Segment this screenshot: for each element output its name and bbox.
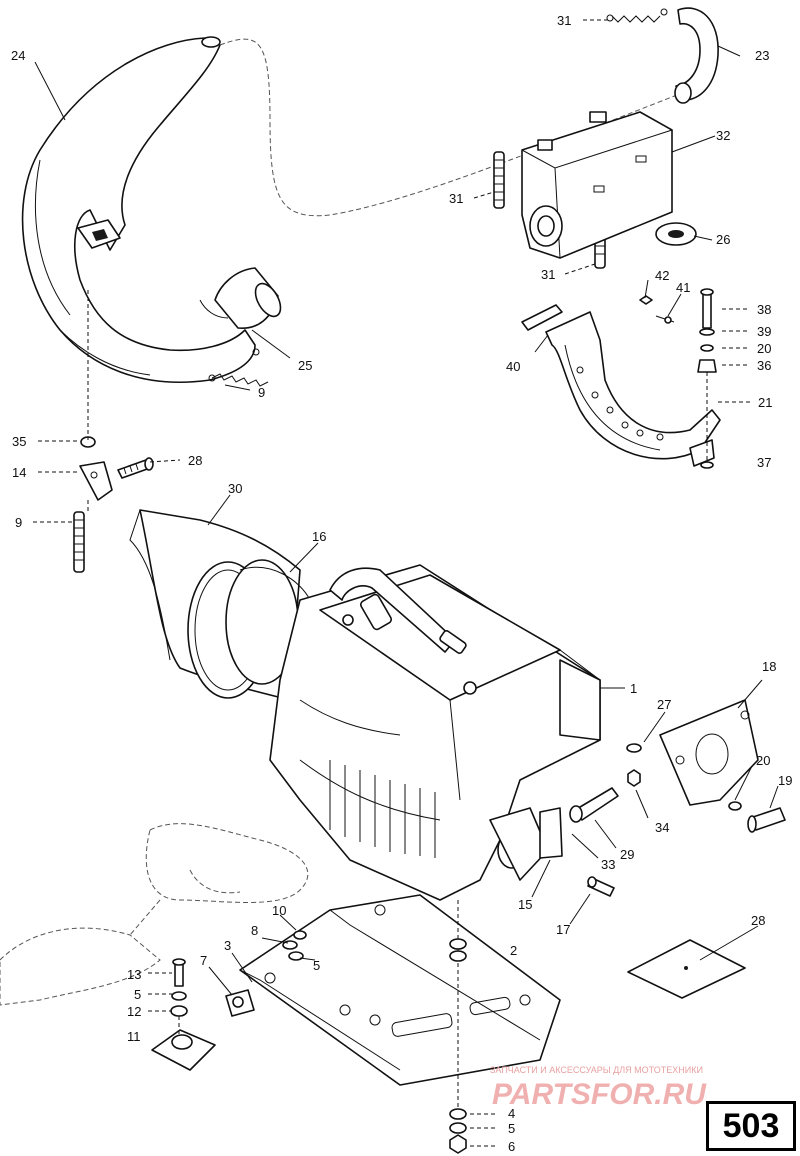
callout-15: 15 — [518, 897, 532, 912]
silencer-32 — [521, 111, 673, 259]
callout-31-low: 31 — [541, 267, 555, 282]
muffler-bracket-21 — [521, 304, 721, 467]
bolt-19 — [728, 801, 786, 833]
page-number-box: 503 — [706, 1101, 796, 1151]
watermark-caption: ЗАПЧАСТИ И АКСЕССУАРЫ ДЛЯ МОТОТЕХНИКИ — [490, 1065, 703, 1075]
callout-6: 6 — [508, 1139, 515, 1154]
washers-8-10 — [282, 930, 307, 961]
spring-31-top — [606, 8, 668, 23]
callout-4: 4 — [508, 1106, 515, 1121]
spring-9-upper — [208, 348, 269, 387]
hardware-38-39-20-36-41-42 — [639, 288, 717, 469]
decal-28 — [627, 939, 746, 999]
callout-39: 39 — [757, 324, 771, 339]
bolt-27 — [117, 457, 154, 479]
callout-5-bottom: 5 — [508, 1121, 515, 1136]
watermark-logo: PARTSFOR.RU — [492, 1078, 707, 1111]
exhaust-elbow-22 — [674, 7, 719, 104]
exhaust-manifold-ghost — [0, 823, 309, 1006]
callout-13: 13 — [127, 967, 141, 982]
callout-10: 10 — [272, 903, 286, 918]
callout-30: 30 — [228, 481, 242, 496]
washer-stack-4-5-6 — [449, 900, 467, 1154]
callout-31-top: 31 — [557, 13, 571, 28]
callout-16: 16 — [312, 529, 326, 544]
callout-7: 7 — [200, 953, 207, 968]
callout-5-mid: 5 — [313, 958, 320, 973]
callout-12: 12 — [127, 1004, 141, 1019]
callout-40: 40 — [506, 359, 520, 374]
hanger-14 — [79, 290, 113, 512]
callout-14: 14 — [12, 465, 26, 480]
watermark: ЗАПЧАСТИ И АКСЕССУАРЫ ДЛЯ МОТОТЕХНИКИ PA… — [490, 1065, 707, 1111]
callout-1: 1 — [630, 681, 637, 696]
callout-20-lower: 20 — [756, 753, 770, 768]
callout-2: 2 — [510, 943, 517, 958]
callout-5-left: 5 — [134, 987, 141, 1002]
callout-19: 19 — [778, 773, 792, 788]
callout-3: 3 — [224, 938, 231, 953]
spring-9-lower — [73, 511, 85, 573]
callout-28: 28 — [751, 913, 765, 928]
callout-36: 36 — [757, 358, 771, 373]
screw-17 — [587, 876, 615, 897]
engine-mount-11 — [151, 958, 216, 1071]
callout-29: 29 — [620, 847, 634, 862]
leader-lines — [33, 19, 779, 1147]
nut-34-26 — [626, 743, 642, 787]
rubber-mount-7-3 — [225, 989, 255, 1017]
callout-25: 26 — [716, 232, 730, 247]
callout-22: 23 — [755, 48, 769, 63]
callout-32: 32 — [716, 128, 730, 143]
callout-21: 21 — [758, 395, 772, 410]
callout-9-lower: 9 — [15, 515, 22, 530]
engine-block — [269, 564, 601, 901]
callout-18: 18 — [762, 659, 776, 674]
callout-35: 35 — [12, 434, 26, 449]
callout-9-upper: 9 — [258, 385, 265, 400]
callout-27: 28 — [188, 453, 202, 468]
callout-8: 8 — [251, 923, 258, 938]
callout-labels: 24 25 9 35 14 28 30 9 16 1 18 27 20 19 3… — [11, 13, 792, 1154]
callout-37: 37 — [757, 455, 771, 470]
callout-20-upper: 20 — [757, 341, 771, 356]
callout-24: 25 — [298, 358, 312, 373]
callout-11: 11 — [127, 1029, 141, 1044]
callout-34: 34 — [655, 820, 669, 835]
callout-38: 38 — [757, 302, 771, 317]
grommet-25 — [655, 222, 697, 246]
callout-17: 17 — [556, 922, 570, 937]
callout-31-mid: 31 — [449, 191, 463, 206]
callout-26: 27 — [657, 697, 671, 712]
stud-29-33 — [539, 787, 619, 859]
callout-41: 41 — [676, 280, 690, 295]
spring-31-mid — [493, 151, 505, 209]
callout-33: 33 — [601, 857, 615, 872]
pipe-outlet-24 — [199, 267, 282, 329]
callout-42: 42 — [655, 268, 669, 283]
engine-support-2 — [239, 894, 561, 1086]
callout-23: 24 — [11, 48, 25, 63]
engine-plate-18 — [659, 699, 759, 806]
